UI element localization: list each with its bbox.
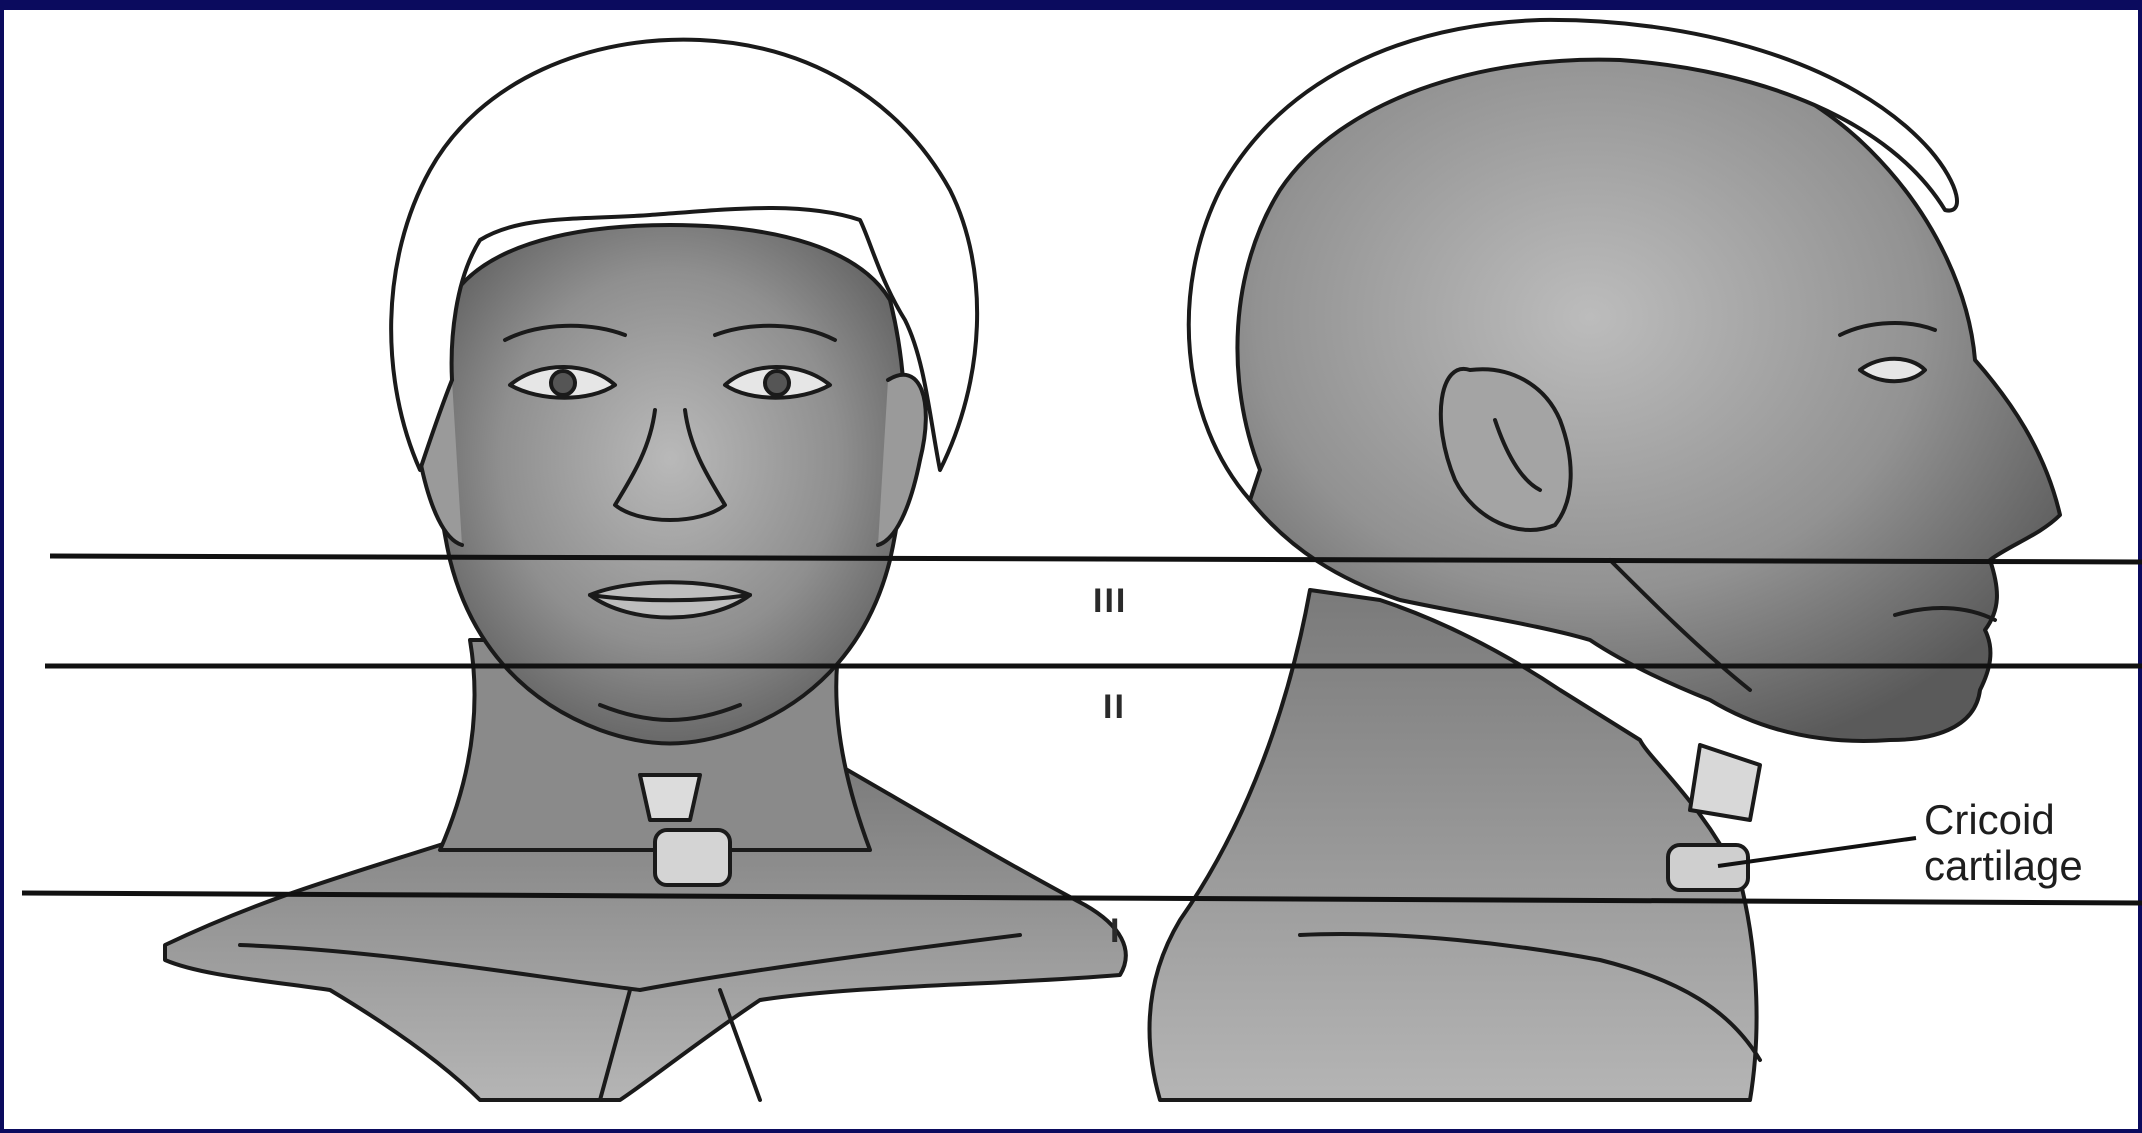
front-left-pupil bbox=[551, 371, 575, 395]
cricoid-callout: Cricoid cartilage bbox=[1924, 797, 2083, 889]
zone-label-III: III bbox=[1093, 582, 1127, 621]
side-cricoid-cartilage bbox=[1668, 845, 1748, 890]
callout-line-1: Cricoid bbox=[1924, 797, 2083, 843]
side-thyroid-cartilage bbox=[1690, 745, 1760, 820]
front-right-pupil bbox=[765, 371, 789, 395]
zone-label-I: I bbox=[1110, 912, 1121, 951]
front-view-figure bbox=[165, 40, 1126, 1100]
front-cricoid-cartilage bbox=[655, 830, 730, 885]
front-thyroid-cartilage bbox=[640, 775, 700, 820]
zone-label-II: II bbox=[1103, 688, 1126, 727]
side-eye bbox=[1860, 359, 1925, 382]
callout-line-2: cartilage bbox=[1924, 843, 2083, 889]
